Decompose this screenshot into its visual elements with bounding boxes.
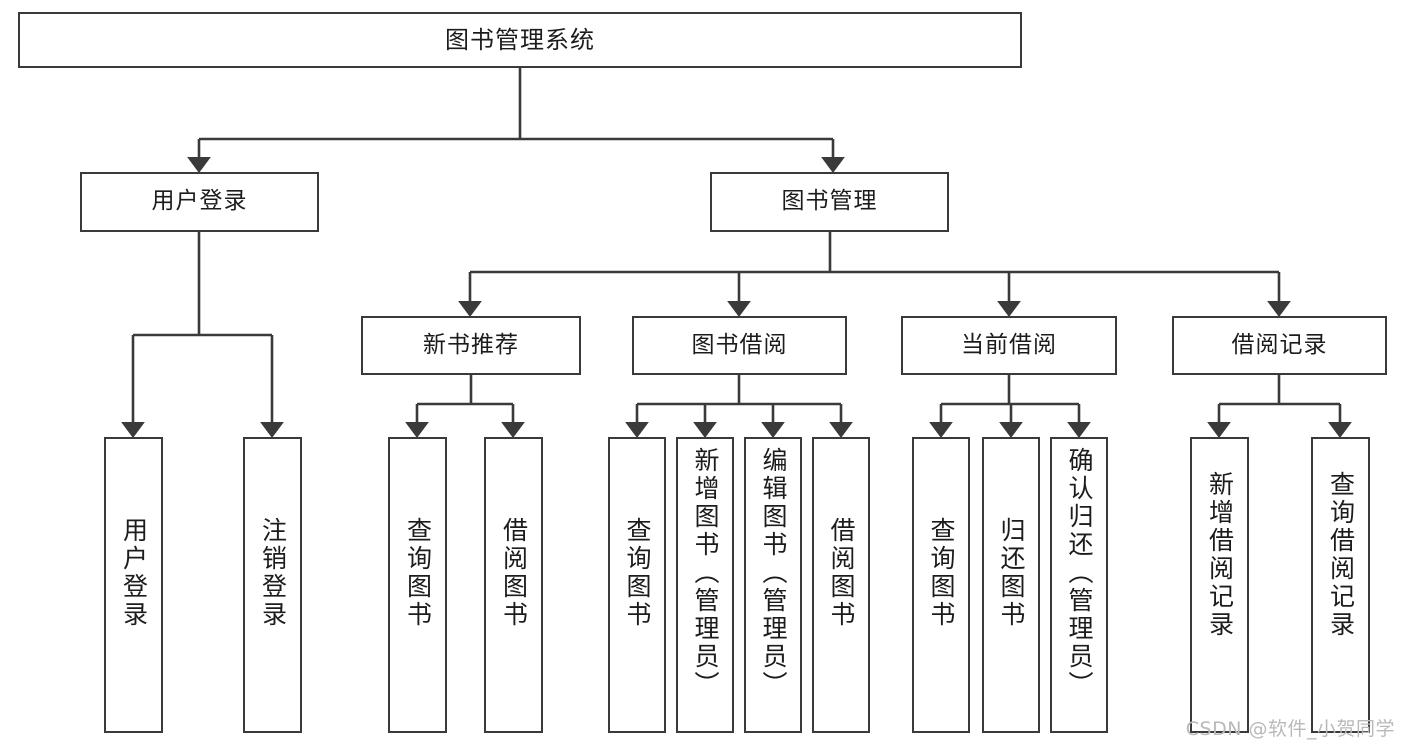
leaf-label: 查询图书 <box>403 517 433 629</box>
node-new-book-recommend[interactable]: 新书推荐 <box>361 316 581 375</box>
watermark: CSDN @软件_小贺同学 <box>1185 718 1395 740</box>
node-root[interactable]: 图书管理系统 <box>18 12 1022 68</box>
leaf-label: 查询借阅记录 <box>1326 471 1356 639</box>
node-current-borrow[interactable]: 当前借阅 <box>901 316 1117 375</box>
leaf-node-edit-book-admin[interactable]: 编辑图书（管理员） <box>744 437 802 733</box>
leaf-label: 用户登录 <box>119 517 149 629</box>
leaf-node-return-book[interactable]: 归还图书 <box>982 437 1040 733</box>
leaf-node-borrow-book[interactable]: 借阅图书 <box>484 437 543 733</box>
leaf-label: 借阅图书 <box>499 517 529 629</box>
leaf-node-logout[interactable]: 注销登录 <box>243 437 302 733</box>
node-user-login[interactable]: 用户登录 <box>80 172 319 232</box>
leaf-node-borrow-book[interactable]: 借阅图书 <box>812 437 870 733</box>
leaf-node-add-borrow-record[interactable]: 新增借阅记录 <box>1190 437 1249 733</box>
leaf-node-query-book[interactable]: 查询图书 <box>608 437 666 733</box>
leaf-label: 新增借阅记录 <box>1205 471 1235 639</box>
leaf-node-confirm-return-admin[interactable]: 确认归还（管理员） <box>1050 437 1108 733</box>
leaf-label: 注销登录 <box>258 517 288 629</box>
node-book-management[interactable]: 图书管理 <box>710 172 949 232</box>
leaf-label: 借阅图书 <box>827 517 856 629</box>
leaf-node-user-login[interactable]: 用户登录 <box>104 437 163 733</box>
leaf-node-query-book[interactable]: 查询图书 <box>912 437 970 733</box>
leaf-label: 查询图书 <box>927 517 956 629</box>
leaf-label: 归还图书 <box>997 517 1026 629</box>
leaf-label: 新增图书（管理员） <box>691 447 720 699</box>
leaf-label: 确认归还（管理员） <box>1065 447 1094 699</box>
leaf-node-add-book-admin[interactable]: 新增图书（管理员） <box>676 437 734 733</box>
leaf-label: 查询图书 <box>623 517 652 629</box>
node-book-borrow[interactable]: 图书借阅 <box>632 316 847 375</box>
leaf-label: 编辑图书（管理员） <box>759 447 788 699</box>
leaf-node-query-book[interactable]: 查询图书 <box>388 437 447 733</box>
node-borrow-records[interactable]: 借阅记录 <box>1172 316 1387 375</box>
leaf-node-query-borrow-record[interactable]: 查询借阅记录 <box>1311 437 1370 733</box>
